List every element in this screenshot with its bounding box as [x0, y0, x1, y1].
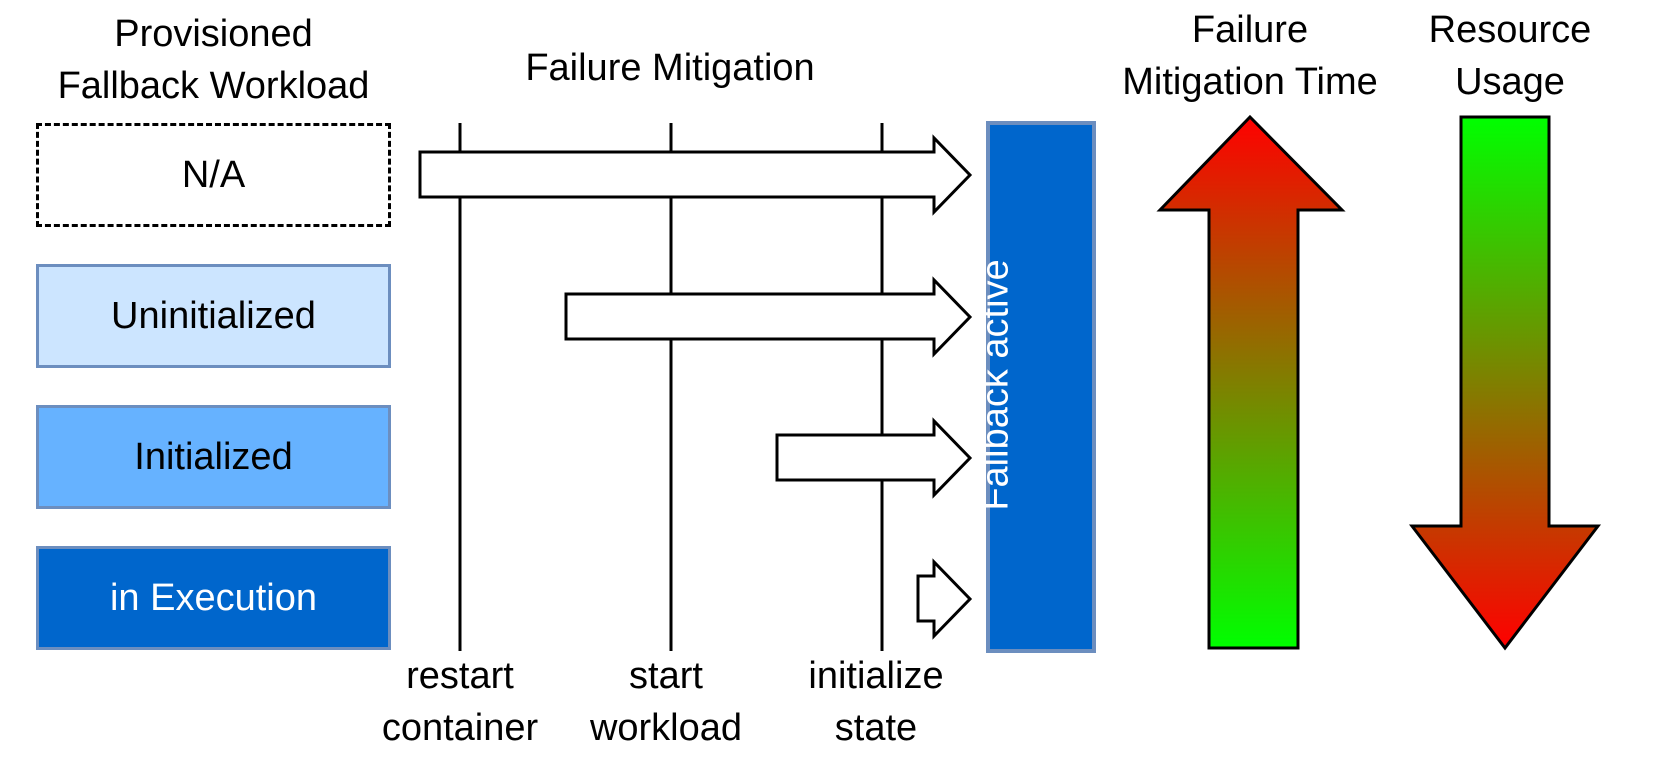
step-label-start-line1: start: [629, 655, 703, 697]
time-header: Failure Mitigation Time: [1100, 4, 1400, 108]
state-box-na: N/A: [36, 123, 391, 227]
arrow-uninitialized: [564, 276, 973, 358]
state-label-na: N/A: [181, 153, 246, 196]
state-label-in-execution: in Execution: [109, 576, 317, 619]
usage-header: Resource Usage: [1400, 4, 1620, 108]
step-label-initialize-line2: state: [834, 707, 918, 749]
fallback-active-label: Fallback active: [974, 259, 1017, 511]
mitigation-time-arrow: [1156, 114, 1346, 650]
step-label-restart-line1: restart: [406, 655, 514, 697]
mitigation-header: Failure Mitigation: [525, 47, 815, 89]
state-box-initialized: Initialized: [36, 405, 391, 509]
provisioned-header-line2: Fallback Workload: [57, 65, 370, 107]
usage-header-line1: Resource: [1428, 9, 1592, 51]
state-label-initialized: Initialized: [134, 435, 293, 478]
resource-usage-arrow: [1408, 115, 1602, 651]
usage-header-line2: Usage: [1455, 61, 1565, 103]
state-box-in-execution: in Execution: [36, 546, 391, 650]
fallback-active-bar: [986, 121, 1096, 653]
step-label-restart: restart container: [360, 650, 560, 754]
step-label-start-line2: workload: [589, 707, 743, 749]
arrow-in-execution: [916, 558, 973, 640]
state-label-uninitialized: Uninitialized: [111, 294, 316, 337]
step-label-restart-line2: container: [381, 707, 539, 749]
step-label-initialize-line1: initialize: [808, 655, 944, 697]
provisioned-header: Provisioned Fallback Workload: [36, 8, 391, 112]
state-box-uninitialized: Uninitialized: [36, 264, 391, 368]
time-header-line1: Failure: [1191, 9, 1309, 51]
arrow-initialized: [775, 417, 973, 499]
time-header-line2: Mitigation Time: [1122, 61, 1378, 103]
step-label-initialize: initialize state: [776, 650, 976, 754]
provisioned-header-line1: Provisioned: [114, 13, 313, 55]
step-label-start: start workload: [566, 650, 766, 754]
arrow-na: [418, 134, 973, 216]
